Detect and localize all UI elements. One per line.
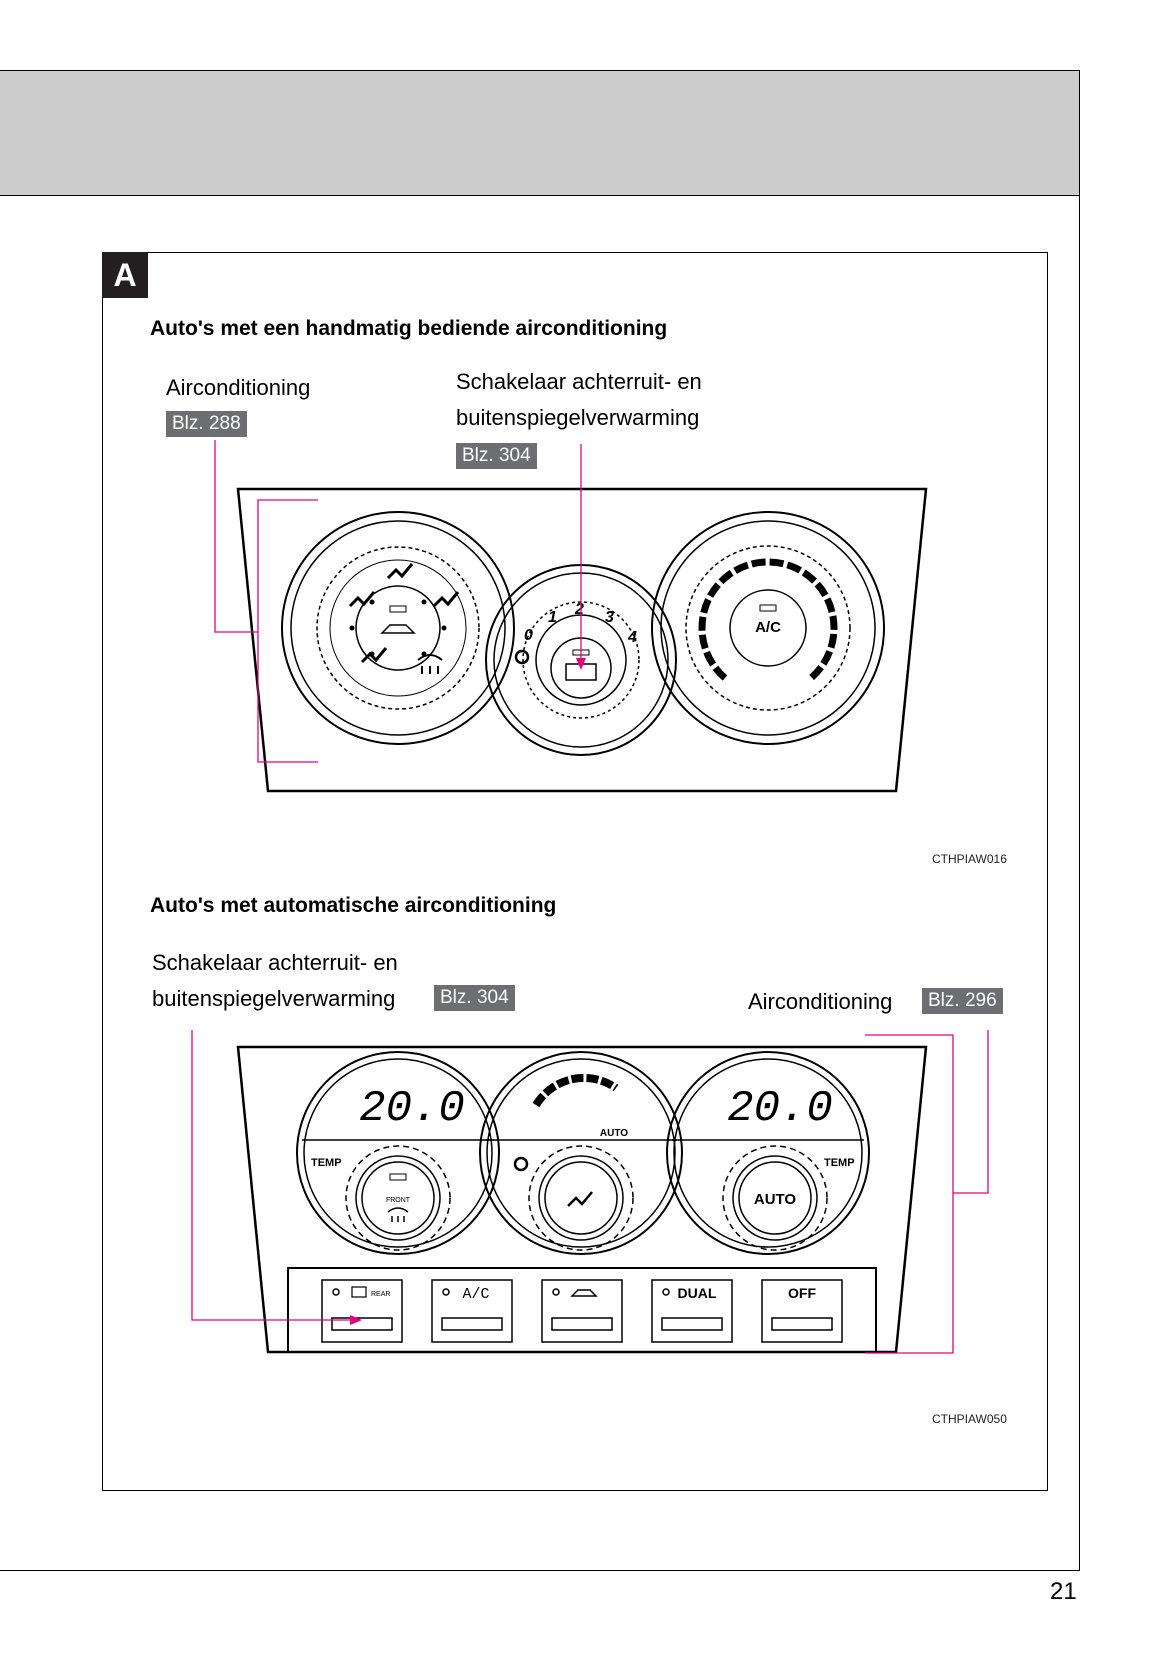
manual-mode-knob[interactable] [281, 511, 515, 745]
off-button-text: OFF [788, 1285, 816, 1301]
auto-fan-dial[interactable] [479, 1051, 683, 1255]
front-defog-text: FRONT [386, 1197, 411, 1204]
front-defrost-icon [387, 1207, 409, 1222]
auto-ac-ref[interactable]: Blz. 296 [922, 988, 1003, 1014]
auto-button[interactable]: AUTO [754, 1191, 797, 1208]
auto-fan-auto-text: AUTO [600, 1128, 628, 1139]
fan-icon [513, 1156, 529, 1172]
auto-left-display: 20.0 [359, 1084, 465, 1134]
auto-image-code: CTHPIAW050 [932, 1412, 1007, 1426]
manual-control-panel: 0 1 2 3 4 A/C [214, 440, 928, 793]
manual-ac-label: Airconditioning [166, 375, 311, 400]
page-right-rule [1079, 196, 1080, 1570]
auto-defog-label-1: Schakelaar achterruit- en [152, 950, 398, 975]
fan-speed-1: 1 [548, 609, 557, 626]
fan-speed-3: 3 [605, 609, 614, 626]
defrost-icon [417, 654, 443, 674]
button-strip [287, 1267, 877, 1353]
ac-button[interactable] [431, 1279, 513, 1343]
rear-button-text: REAR [371, 1291, 390, 1298]
manual-heading: Auto's met een handmatig bediende aircon… [150, 317, 668, 340]
auto-leader-arrow [350, 1315, 362, 1325]
manual-ac-ref[interactable]: Blz. 288 [166, 411, 247, 437]
manual-defog-label-2: buitenspiegelverwarming [456, 405, 700, 430]
fan-speed-0: 0 [524, 627, 533, 644]
page-number: 21 [1050, 1578, 1077, 1605]
auto-temp-right: TEMP [824, 1157, 855, 1169]
auto-temp-left: TEMP [311, 1157, 342, 1169]
page-bottom-rule [0, 1570, 1080, 1571]
vent-feet-defrost-icon [567, 1191, 593, 1207]
dual-button[interactable] [651, 1279, 733, 1343]
fan-icon [514, 649, 530, 665]
manual-image-code: CTHPIAW016 [932, 852, 1007, 866]
recirculation-button[interactable] [541, 1279, 623, 1343]
off-button[interactable] [761, 1279, 843, 1343]
manual-leader-lines [214, 440, 582, 763]
dual-button-text: DUAL [678, 1285, 717, 1301]
auto-right-temp-dial[interactable] [666, 1051, 870, 1255]
ac-button-text: A/C [462, 1286, 489, 1303]
header-band [0, 70, 1080, 196]
fan-speed-2: 2 [574, 601, 584, 618]
recirculation-icon [570, 1289, 598, 1297]
auto-right-display: 20.0 [727, 1084, 833, 1134]
rear-defrost-icon [351, 1286, 367, 1298]
auto-leader-lines [191, 1030, 989, 1354]
manual-leader-arrow [576, 658, 586, 670]
auto-defog-label-2: buitenspiegelverwarming [152, 986, 396, 1011]
vent-bilevel-icon [348, 591, 376, 608]
vent-face-icon [386, 563, 414, 580]
vent-feet-defrost-icon [432, 591, 460, 608]
auto-ac-label: Airconditioning [748, 989, 893, 1014]
auto-heading: Auto's met automatische airconditioning [150, 894, 557, 917]
manual-defog-ref[interactable]: Blz. 304 [456, 443, 537, 469]
manual-ac-button[interactable]: A/C [755, 619, 781, 636]
auto-control-panel: 20.0 TEMP FRONT AUTO 20.0 TEMP AUTO REAR [191, 1030, 989, 1354]
temperature-knob[interactable] [651, 511, 885, 745]
manual-defog-label-1: Schakelaar achterruit- en [456, 369, 702, 394]
section-badge: A [102, 252, 148, 298]
content-frame [102, 252, 1048, 1491]
auto-defog-ref[interactable]: Blz. 304 [434, 985, 515, 1011]
vent-feet-icon [360, 647, 388, 664]
rear-defog-button[interactable] [321, 1279, 403, 1343]
auto-left-temp-dial[interactable] [296, 1051, 500, 1255]
fan-speed-4: 4 [627, 629, 637, 646]
